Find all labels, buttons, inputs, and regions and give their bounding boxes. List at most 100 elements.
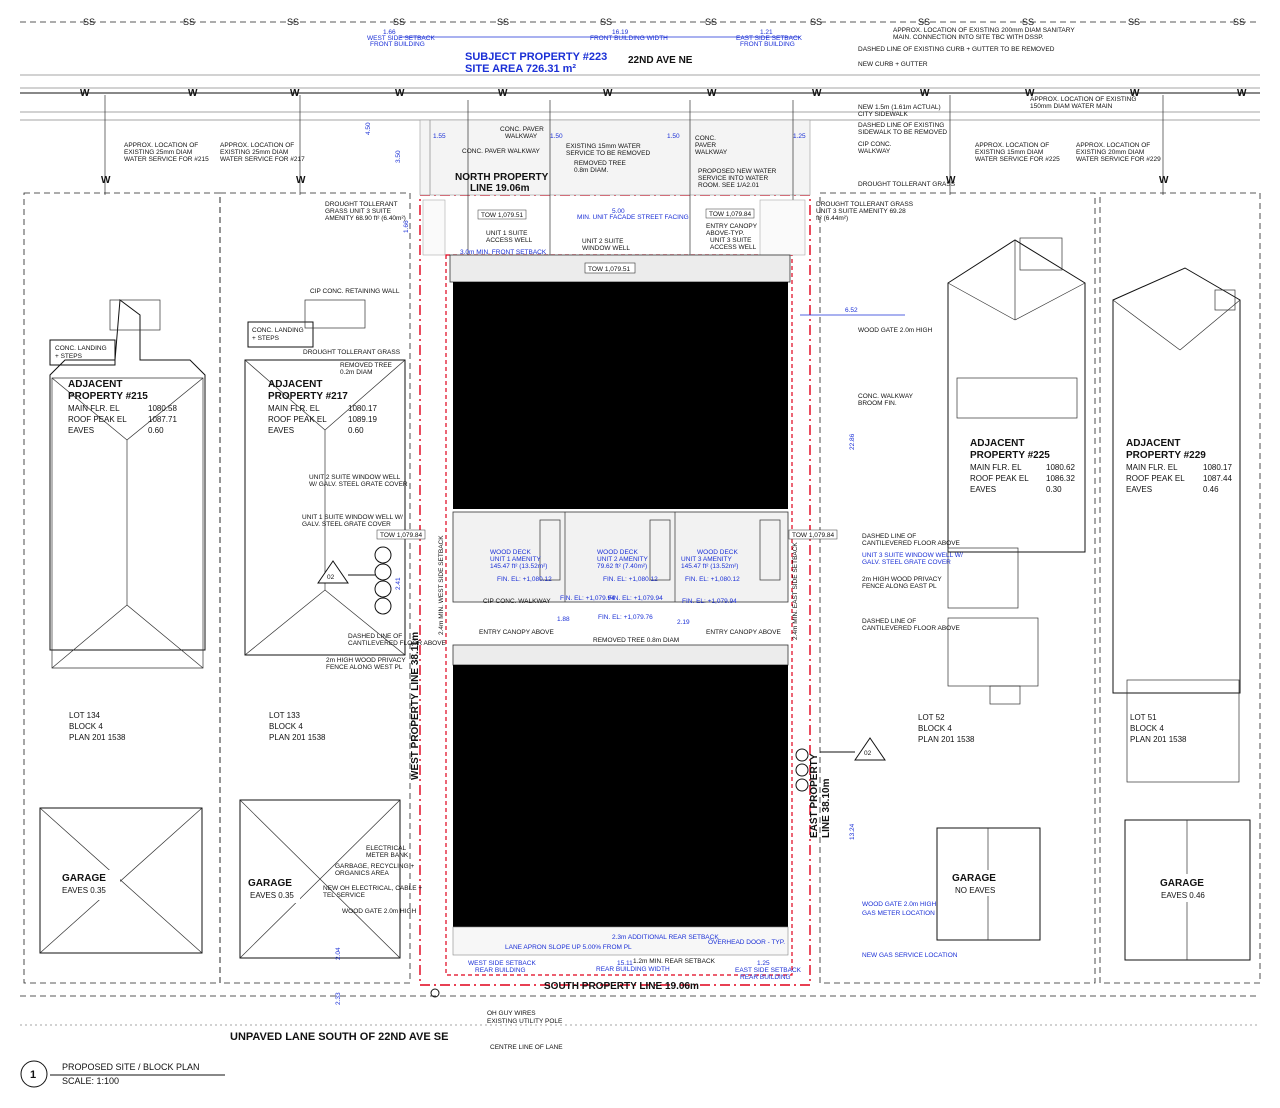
svg-text:GARAGE: GARAGE xyxy=(952,873,996,884)
svg-text:GARAGE: GARAGE xyxy=(248,878,292,889)
svg-text:WOOD GATE 2.0m HIGH: WOOD GATE 2.0m HIGH xyxy=(862,901,937,908)
water-main-note: APPROX. LOCATION OF EXISTING 150mm DIAM … xyxy=(1030,96,1136,110)
svg-text:CIP CONC.: CIP CONC. xyxy=(858,141,892,148)
svg-text:EAVES: EAVES xyxy=(68,426,94,435)
svg-text:EAVES: EAVES xyxy=(970,485,996,494)
lane-label: UNPAVED LANE SOUTH OF 22ND AVE SE xyxy=(230,1031,448,1043)
svg-text:DASHED LINE OF: DASHED LINE OF xyxy=(862,533,916,540)
svg-text:0.60: 0.60 xyxy=(148,426,164,435)
svg-text:UNIT 2 AMENITY: UNIT 2 AMENITY xyxy=(597,556,648,563)
adjacent-house-225: ADJACENT PROPERTY #225 MAIN FLR. EL 1080… xyxy=(918,237,1086,744)
svg-text:13.24: 13.24 xyxy=(849,823,856,840)
svg-text:EAST SIDE SETBACK: EAST SIDE SETBACK xyxy=(735,967,802,974)
svg-text:MAIN. CONNECTION INTO SITE TBC: MAIN. CONNECTION INTO SITE TBC WITH DSSP… xyxy=(893,34,1044,41)
svg-text:+ STEPS: + STEPS xyxy=(55,353,83,360)
ss-mark: SS xyxy=(705,17,717,27)
w-mark: W xyxy=(812,88,822,99)
svg-text:1.50: 1.50 xyxy=(550,133,563,140)
svg-text:DASHED LINE OF: DASHED LINE OF xyxy=(862,618,916,625)
svg-text:CONC. LANDING: CONC. LANDING xyxy=(55,345,107,352)
svg-text:TOW 1,079.51: TOW 1,079.51 xyxy=(588,266,631,273)
svg-text:GARAGE: GARAGE xyxy=(62,873,106,884)
svg-text:SERVICE INTO WATER: SERVICE INTO WATER xyxy=(698,175,768,182)
svg-text:GAS METER LOCATION: GAS METER LOCATION xyxy=(862,910,935,917)
svg-text:MAIN FLR. EL: MAIN FLR. EL xyxy=(268,404,320,413)
svg-text:PLAN 201 1538: PLAN 201 1538 xyxy=(1130,735,1187,744)
water-note-217: APPROX. LOCATION OF EXISTING 25mm DIAM W… xyxy=(220,142,305,163)
svg-text:WALKWAY: WALKWAY xyxy=(505,133,538,140)
svg-text:ROOF PEAK EL: ROOF PEAK EL xyxy=(970,474,1029,483)
svg-text:FENCE ALONG EAST PL: FENCE ALONG EAST PL xyxy=(862,583,937,590)
svg-text:UNIT 3 SUITE: UNIT 3 SUITE xyxy=(710,237,752,244)
svg-text:CITY SIDEWALK: CITY SIDEWALK xyxy=(858,111,909,118)
water-note-229: APPROX. LOCATION OF EXISTING 20mm DIAM W… xyxy=(1076,142,1161,163)
svg-text:EXISTING 20mm DIAM: EXISTING 20mm DIAM xyxy=(1076,149,1144,156)
adjacent-house-217: CONC. LANDING + STEPS ADJACENT PROPERTY … xyxy=(244,299,406,742)
svg-text:REMOVED TREE: REMOVED TREE xyxy=(340,362,393,369)
svg-text:2.4m MIN. EAST SIDE SETBACK: 2.4m MIN. EAST SIDE SETBACK xyxy=(792,542,799,640)
svg-text:ft² (6.44m²): ft² (6.44m²) xyxy=(816,215,848,222)
svg-text:FIN. EL: +1,080.12: FIN. EL: +1,080.12 xyxy=(497,576,552,583)
svg-text:ACCESS WELL: ACCESS WELL xyxy=(486,237,533,244)
svg-text:UNIT 1 SUITE: UNIT 1 SUITE xyxy=(486,230,528,237)
ss-mark: SS xyxy=(810,17,822,27)
svg-text:CIP CONC. RETAINING WALL: CIP CONC. RETAINING WALL xyxy=(310,288,400,295)
svg-text:EXISTING 15mm DIAM: EXISTING 15mm DIAM xyxy=(975,149,1043,156)
svg-text:TOW 1,079.84: TOW 1,079.84 xyxy=(792,532,835,539)
svg-text:NO EAVES: NO EAVES xyxy=(955,886,995,895)
svg-text:ABOVE-TYP.: ABOVE-TYP. xyxy=(706,230,744,237)
svg-text:EAVES 0.35: EAVES 0.35 xyxy=(250,891,294,900)
ss-mark: SS xyxy=(497,17,509,27)
svg-text:PROPERTY #217: PROPERTY #217 xyxy=(268,391,348,402)
svg-text:NEW GAS SERVICE LOCATION: NEW GAS SERVICE LOCATION xyxy=(862,952,958,959)
svg-text:ADJACENT: ADJACENT xyxy=(1126,438,1180,449)
ss-mark: SS xyxy=(183,17,195,27)
w-mark: W xyxy=(1237,88,1247,99)
svg-text:1.21: 1.21 xyxy=(760,29,773,36)
svg-text:FIN. EL: +1,080.12: FIN. EL: +1,080.12 xyxy=(685,576,740,583)
svg-text:1.2m MIN. REAR SETBACK: 1.2m MIN. REAR SETBACK xyxy=(633,958,716,965)
svg-text:DROUGHT TOLLERANT GRASS: DROUGHT TOLLERANT GRASS xyxy=(303,349,401,356)
svg-text:LOT 133: LOT 133 xyxy=(269,711,301,720)
svg-text:CONC.: CONC. xyxy=(695,135,716,142)
svg-text:1087.71: 1087.71 xyxy=(148,415,177,424)
svg-text:CANTILEVERED FLOOR ABOVE: CANTILEVERED FLOOR ABOVE xyxy=(348,640,447,647)
svg-text:PLAN 201 1538: PLAN 201 1538 xyxy=(269,733,326,742)
svg-text:LOT 51: LOT 51 xyxy=(1130,713,1157,722)
svg-text:79.62 ft² (7.40m²): 79.62 ft² (7.40m²) xyxy=(597,563,647,570)
svg-text:UNIT 2 SUITE WINDOW WELL: UNIT 2 SUITE WINDOW WELL xyxy=(309,474,401,481)
svg-text:0.30: 0.30 xyxy=(1046,485,1062,494)
left-notes: DROUGHT TOLLERANT GRASS UNIT 3 SUITE AME… xyxy=(302,201,447,915)
svg-text:0.2m DIAM: 0.2m DIAM xyxy=(340,369,373,376)
svg-text:METER BANK: METER BANK xyxy=(366,852,409,859)
svg-text:15.11: 15.11 xyxy=(617,960,633,967)
drawing-title: PROPOSED SITE / BLOCK PLAN xyxy=(62,1062,200,1072)
svg-text:WOOD GATE 2.0m HIGH: WOOD GATE 2.0m HIGH xyxy=(858,327,933,334)
adjacent-garage-229: GARAGE EAVES 0.46 xyxy=(1124,819,1251,961)
svg-text:BROOM FIN.: BROOM FIN. xyxy=(858,400,897,407)
svg-text:GALV. STEEL GRATE COVER: GALV. STEEL GRATE COVER xyxy=(862,559,951,566)
svg-text:APPROX. LOCATION OF: APPROX. LOCATION OF xyxy=(220,142,294,149)
svg-text:4.50: 4.50 xyxy=(365,122,372,135)
svg-text:1: 1 xyxy=(30,1069,36,1081)
setback-line xyxy=(445,254,793,976)
svg-text:EAVES: EAVES xyxy=(268,426,294,435)
svg-text:APPROX. LOCATION OF: APPROX. LOCATION OF xyxy=(1076,142,1150,149)
svg-text:W: W xyxy=(946,175,956,186)
svg-text:W/ GALV. STEEL GRATE COVER: W/ GALV. STEEL GRATE COVER xyxy=(309,481,408,488)
svg-text:145.47 ft² (13.52m²): 145.47 ft² (13.52m²) xyxy=(681,563,738,570)
svg-text:EAVES: EAVES xyxy=(1126,485,1152,494)
svg-text:2.33: 2.33 xyxy=(335,992,342,1005)
svg-text:WEST PROPERTY LINE 38.11m: WEST PROPERTY LINE 38.11m xyxy=(410,632,421,780)
svg-text:GARAGE: GARAGE xyxy=(1160,878,1204,889)
svg-text:CONC. LANDING: CONC. LANDING xyxy=(252,327,304,334)
svg-text:LOT 52: LOT 52 xyxy=(918,713,945,722)
svg-text:APPROX. LOCATION OF: APPROX. LOCATION OF xyxy=(975,142,1049,149)
svg-text:W: W xyxy=(101,175,111,186)
svg-text:REAR BUILDING WIDTH: REAR BUILDING WIDTH xyxy=(596,966,670,973)
svg-text:FIN. EL: +1,079.94: FIN. EL: +1,079.94 xyxy=(608,595,663,602)
ss-mark: SS xyxy=(393,17,405,27)
svg-text:FRONT BUILDING: FRONT BUILDING xyxy=(370,41,425,48)
section-marker-east: 02 xyxy=(820,737,886,761)
